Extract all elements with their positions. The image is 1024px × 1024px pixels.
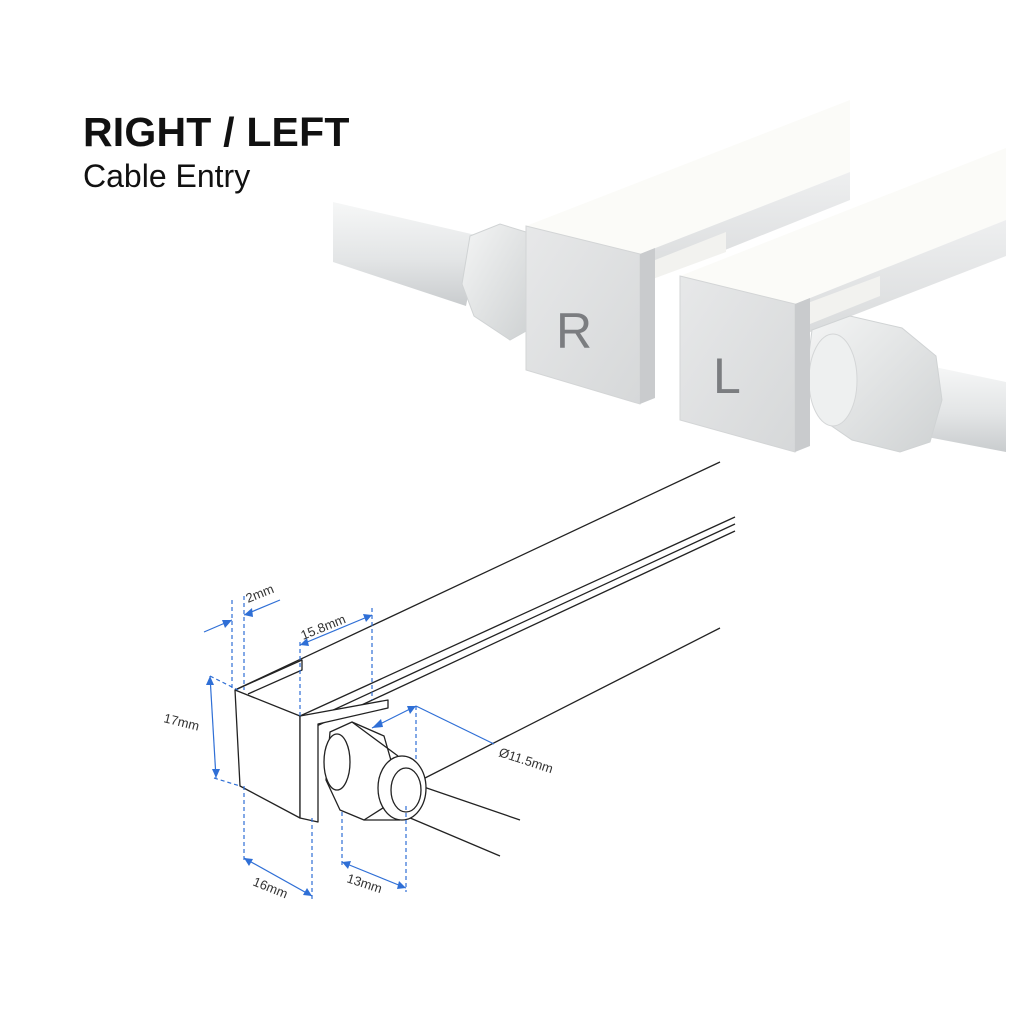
end-cap-outline	[234, 689, 301, 819]
dimension-lines	[203, 596, 495, 902]
left-entry-render: L	[679, 148, 1006, 453]
arrow-13-a	[342, 861, 351, 869]
heading: RIGHT / LEFT Cable Entry	[83, 108, 350, 196]
right-cap-letter: R	[556, 303, 592, 359]
arrow-dia-b	[407, 706, 416, 714]
dim-13mm-line	[341, 861, 407, 889]
dimension-arrowheads	[206, 608, 416, 896]
dim-label-15-8mm: 15.8mm	[299, 611, 348, 643]
gland-front-ring	[323, 733, 351, 791]
arrow-16-b	[303, 888, 312, 896]
right-end-cap-side	[640, 248, 655, 404]
dim-label-2mm: 2mm	[244, 581, 276, 606]
profile-groove-line-3	[307, 530, 736, 731]
left-profile-groove	[805, 276, 880, 326]
dim-17mm-ext-1	[209, 675, 239, 691]
arrow-16-a	[244, 858, 253, 866]
gland-nut-inner	[390, 767, 422, 813]
left-cable	[922, 366, 1006, 452]
cable-top-edge	[414, 783, 521, 821]
dim-15-8mm-line	[299, 614, 373, 646]
technical-drawing	[234, 461, 736, 857]
profile-top-edge	[234, 461, 721, 691]
profile-groove-line-2	[302, 523, 736, 725]
title: RIGHT / LEFT	[83, 109, 350, 155]
arrow-15-8-a	[300, 638, 309, 646]
dim-label-dia: Ø11.5mm	[497, 745, 555, 777]
dim-dia-line	[415, 705, 495, 745]
right-gland	[461, 223, 529, 341]
arrow-dia-a	[372, 719, 383, 728]
arrow-17-b	[212, 769, 220, 778]
right-profile-groove	[650, 232, 726, 280]
arrow-15-8-b	[363, 614, 372, 622]
profile-bottom-edge	[424, 627, 721, 779]
dim-label-13mm: 13mm	[345, 871, 384, 896]
left-profile-diffuser	[680, 148, 1006, 304]
dim-17mm-ext-2	[213, 777, 241, 787]
dim-17mm-line	[209, 675, 217, 779]
left-cap-letter: L	[713, 348, 741, 404]
arrow-2mm-b	[244, 608, 253, 617]
end-cap-lip	[299, 699, 389, 823]
right-cable	[333, 202, 480, 306]
arrow-13-b	[397, 881, 406, 889]
right-profile-diffuser	[526, 100, 850, 254]
right-entry-render: R	[333, 100, 850, 405]
arrow-2mm-a	[222, 620, 232, 628]
cable-bottom-edge	[395, 811, 501, 857]
dim-label-16mm: 16mm	[251, 874, 290, 901]
profile-groove-line-1	[299, 516, 736, 717]
left-end-cap-side	[795, 298, 810, 452]
arrow-17-a	[206, 676, 214, 685]
subtitle: Cable Entry	[83, 158, 251, 194]
dim-16mm-line	[243, 857, 313, 897]
dim-label-17mm: 17mm	[162, 710, 201, 733]
left-gland-ring	[808, 333, 858, 427]
end-cap-top	[234, 659, 303, 695]
gland-edge-1	[351, 721, 399, 757]
